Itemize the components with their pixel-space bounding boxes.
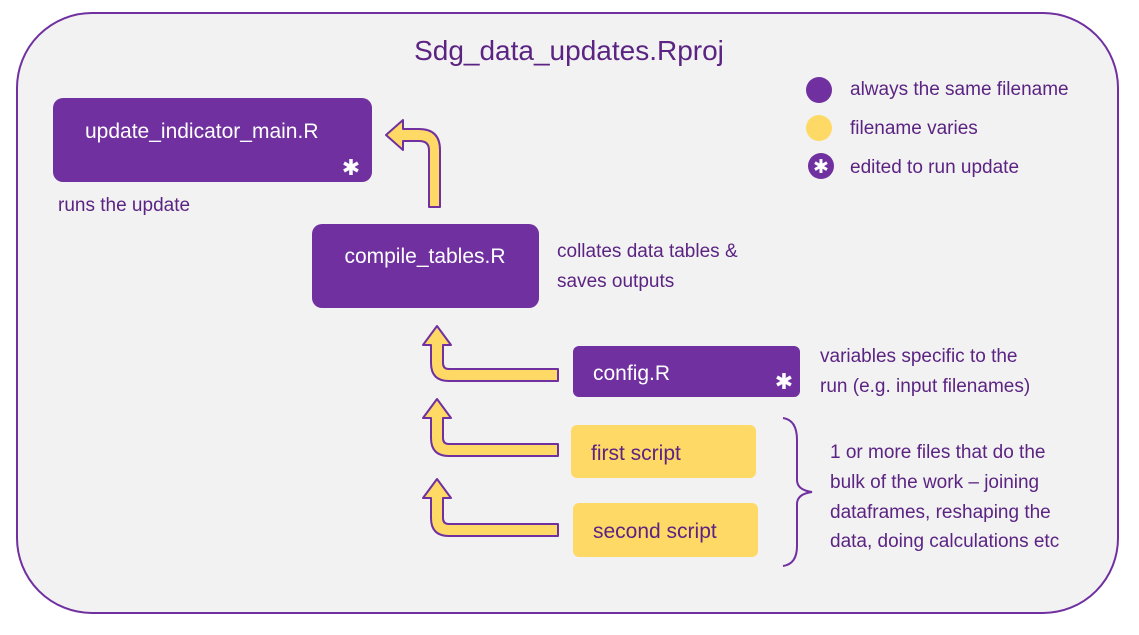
arrow-second-script-to-compile — [422, 478, 559, 537]
legend-purple-dot — [806, 77, 832, 103]
scripts-brace — [782, 417, 813, 567]
node-compile-tables-label: compile_tables.R — [344, 245, 505, 268]
scripts-note-line1: 1 or more files that do the — [830, 442, 1045, 463]
node-second-script-label: second script — [593, 520, 717, 543]
project-title: Sdg_data_updates.Rproj — [414, 35, 724, 66]
node-compile-tables — [312, 224, 539, 308]
node-config — [573, 346, 800, 397]
asterisk-icon: ✱ — [813, 157, 829, 178]
node-compile-tables-note-line2: saves outputs — [557, 271, 674, 292]
node-compile-tables-note-line1: collates data tables & — [557, 241, 738, 262]
scripts-note-line2: bulk of the work – joining — [830, 472, 1039, 493]
scripts-note-line3: dataframes, reshaping the — [830, 502, 1051, 523]
asterisk-icon: ✱ — [775, 369, 793, 394]
node-update-indicator-main-note: runs the update — [58, 195, 190, 216]
node-config-note-line2: run (e.g. input filenames) — [820, 376, 1030, 397]
asterisk-icon: ✱ — [342, 155, 360, 180]
node-update-indicator-main — [53, 98, 372, 182]
node-update-indicator-main-label: update_indicator_main.R — [85, 120, 318, 143]
legend-yellow-dot — [806, 115, 832, 141]
node-second-script — [573, 503, 758, 557]
node-first-script-label: first script — [591, 442, 681, 465]
node-config-note-line1: variables specific to the — [820, 346, 1018, 367]
legend-filename-varies-label: filename varies — [850, 118, 978, 139]
node-first-script — [571, 425, 756, 478]
legend-edited-label: edited to run update — [850, 157, 1019, 178]
node-config-label: config.R — [593, 362, 670, 385]
arrow-first-script-to-compile — [422, 398, 559, 457]
legend-asterisk-dot — [808, 153, 834, 179]
legend: always the same filename filename varies… — [806, 77, 1069, 179]
scripts-note-line4: data, doing calculations etc — [830, 531, 1059, 552]
legend-same-filename-label: always the same filename — [850, 79, 1069, 100]
arrow-config-to-compile — [422, 325, 559, 382]
arrow-compile-to-main — [385, 119, 441, 208]
